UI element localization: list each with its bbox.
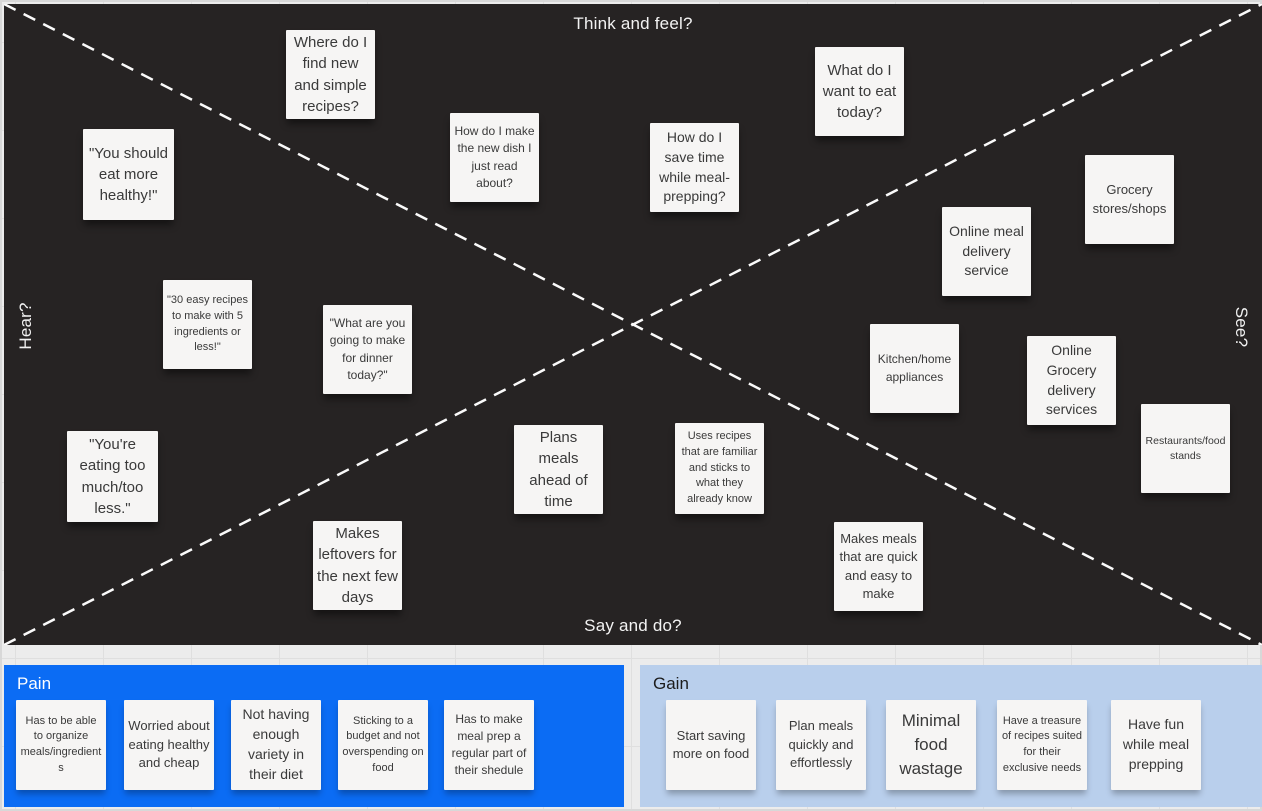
- gain-section-label: Gain: [653, 674, 689, 693]
- diagonal-dashed-lines: [4, 4, 1262, 645]
- sticky-note[interactable]: "You should eat more healthy!": [83, 129, 174, 220]
- empathy-map-board: Think and feel? Say and do? Hear? See? W…: [4, 4, 1262, 645]
- sticky-note[interactable]: Grocery stores/shops: [1085, 155, 1174, 244]
- sticky-note[interactable]: Restaurants/food stands: [1141, 404, 1230, 493]
- sticky-note[interactable]: "30 easy recipes to make with 5 ingredie…: [163, 280, 252, 369]
- sticky-note[interactable]: What do I want to eat today?: [815, 47, 904, 136]
- sticky-note[interactable]: "What are you going to make for dinner t…: [323, 305, 412, 394]
- sticky-note[interactable]: Have fun while meal prepping: [1111, 700, 1201, 790]
- sticky-note[interactable]: Minimal food wastage: [886, 700, 976, 790]
- gain-section: Gain Start saving more on food Plan meal…: [640, 665, 1262, 807]
- sticky-note[interactable]: Online Grocery delivery services: [1027, 336, 1116, 425]
- quadrant-label-think-and-feel: Think and feel?: [573, 14, 693, 33]
- sticky-note[interactable]: Not having enough variety in their diet: [231, 700, 321, 790]
- sticky-note[interactable]: Has to be able to organize meals/ingredi…: [16, 700, 106, 790]
- sticky-note[interactable]: How do I make the new dish I just read a…: [450, 113, 539, 202]
- sticky-note[interactable]: Sticking to a budget and not overspendin…: [338, 700, 428, 790]
- sticky-note[interactable]: Start saving more on food: [666, 700, 756, 790]
- quadrant-label-say-and-do: Say and do?: [584, 616, 682, 635]
- sticky-note[interactable]: Worried about eating healthy and cheap: [124, 700, 214, 790]
- sticky-note[interactable]: Online meal delivery service: [942, 207, 1031, 296]
- sticky-note[interactable]: Has to make meal prep a regular part of …: [444, 700, 534, 790]
- pain-section: Pain Has to be able to organize meals/in…: [4, 665, 624, 807]
- sticky-note[interactable]: Have a treasure of recipes suited for th…: [997, 700, 1087, 790]
- pain-section-label: Pain: [17, 674, 52, 693]
- quadrant-label-hear: Hear?: [16, 302, 35, 350]
- sticky-note[interactable]: "You're eating too much/too less.": [67, 431, 158, 522]
- sticky-note[interactable]: Kitchen/home appliances: [870, 324, 959, 413]
- quadrant-label-see: See?: [1232, 306, 1251, 348]
- sticky-note[interactable]: How do I save time while meal-prepping?: [650, 123, 739, 212]
- sticky-note[interactable]: Uses recipes that are familiar and stick…: [675, 423, 764, 514]
- sticky-note[interactable]: Makes meals that are quick and easy to m…: [834, 522, 923, 611]
- sticky-note[interactable]: Makes leftovers for the next few days: [313, 521, 402, 610]
- sticky-note[interactable]: Where do I find new and simple recipes?: [286, 30, 375, 119]
- sticky-note[interactable]: Plan meals quickly and effortlessly: [776, 700, 866, 790]
- sticky-note[interactable]: Plans meals ahead of time: [514, 425, 603, 514]
- diagonal-line-bltr: [4, 4, 1262, 645]
